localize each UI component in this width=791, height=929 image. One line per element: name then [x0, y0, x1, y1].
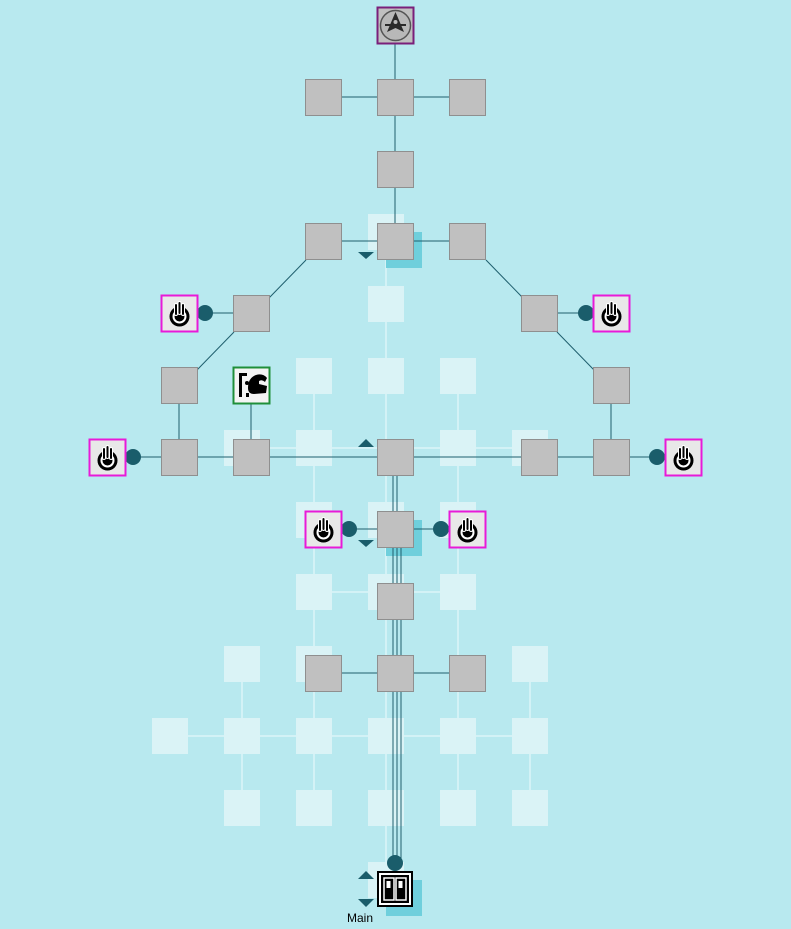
jewel-node[interactable] — [448, 510, 487, 549]
ship-emblem-icon — [379, 9, 412, 42]
arrow-up-icon[interactable] — [358, 871, 374, 879]
passive-node[interactable] — [449, 655, 486, 692]
passive-node[interactable] — [449, 79, 486, 116]
passive-node[interactable] — [377, 655, 414, 692]
passive-node[interactable] — [593, 439, 630, 476]
passive-node[interactable] — [377, 151, 414, 188]
socket-dot — [387, 855, 403, 871]
passive-node[interactable] — [233, 439, 270, 476]
main-node-label: Main — [347, 911, 374, 925]
jewel-node[interactable] — [88, 438, 127, 477]
jewel-node[interactable] — [304, 510, 343, 549]
main-node[interactable] — [377, 871, 413, 907]
arrows — [358, 252, 374, 907]
passive-node[interactable] — [377, 583, 414, 620]
arrow-down-icon[interactable] — [358, 540, 374, 547]
passive-node[interactable] — [521, 439, 558, 476]
special-node[interactable] — [232, 366, 271, 405]
top-emblem-node[interactable] — [376, 6, 415, 45]
passive-node[interactable] — [377, 511, 414, 548]
passive-node[interactable] — [377, 223, 414, 260]
passive-node[interactable] — [521, 295, 558, 332]
arrow-down-icon[interactable] — [358, 899, 374, 907]
socket-dot — [649, 449, 665, 465]
socket-dot — [578, 305, 594, 321]
jewel-node[interactable] — [160, 294, 199, 333]
passive-node[interactable] — [305, 79, 342, 116]
socket-dot — [341, 521, 357, 537]
passive-node[interactable] — [161, 439, 198, 476]
passive-node[interactable] — [377, 439, 414, 476]
passive-node[interactable] — [161, 367, 198, 404]
grab-hand-icon — [239, 373, 267, 397]
socket-dot — [433, 521, 449, 537]
jewel-node[interactable] — [592, 294, 631, 333]
socket-dot — [197, 305, 213, 321]
arrow-up-icon[interactable] — [358, 439, 374, 447]
passive-node[interactable] — [377, 79, 414, 116]
passive-node[interactable] — [449, 223, 486, 260]
arrow-down-icon[interactable] — [358, 252, 374, 259]
socket-dot — [125, 449, 141, 465]
passive-node[interactable] — [305, 655, 342, 692]
passive-node[interactable] — [305, 223, 342, 260]
double-door-icon — [381, 875, 409, 903]
passive-node[interactable] — [233, 295, 270, 332]
jewel-node[interactable] — [664, 438, 703, 477]
jewel-nodes — [88, 294, 703, 549]
passive-nodes — [161, 79, 630, 692]
sockets — [125, 305, 665, 871]
passive-node[interactable] — [593, 367, 630, 404]
